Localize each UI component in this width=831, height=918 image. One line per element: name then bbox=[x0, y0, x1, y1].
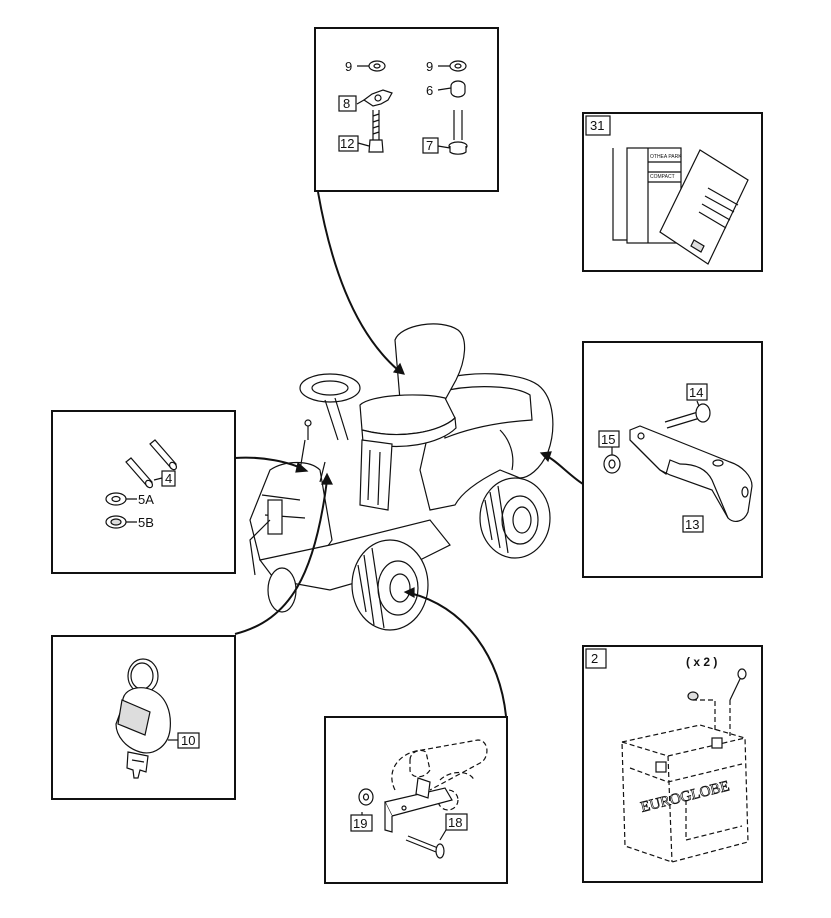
panel-battery: 2 ( x 2 ) EUROGLOBE bbox=[582, 645, 763, 883]
panel-frame bbox=[51, 410, 236, 574]
callout-5b: 5B bbox=[138, 515, 154, 530]
panel-frame bbox=[51, 635, 236, 800]
lawn-tractor-illustration bbox=[249, 323, 554, 631]
battery-brand-text: EUROGLOBE bbox=[639, 778, 731, 815]
pin-icon bbox=[149, 439, 178, 471]
callout-14: 14 bbox=[689, 385, 703, 400]
callout-12: 12 bbox=[340, 136, 354, 151]
panel-manuals: 31 OTHEA PARK COMPACT bbox=[582, 112, 763, 272]
callout-15: 15 bbox=[601, 432, 615, 447]
panel-frame bbox=[314, 27, 499, 192]
terminal-nut-icon bbox=[687, 691, 699, 701]
terminal-screw-icon bbox=[729, 668, 747, 701]
wing-nut-icon bbox=[362, 89, 393, 107]
bolt-icon bbox=[453, 110, 463, 140]
callout-5a: 5A bbox=[138, 492, 154, 507]
callout-8: 8 bbox=[343, 96, 350, 111]
callout-18: 18 bbox=[448, 815, 462, 830]
pin-icon bbox=[125, 457, 154, 489]
manual-sheet-icon bbox=[659, 149, 749, 265]
quantity-label: ( x 2 ) bbox=[686, 655, 717, 669]
ignition-key-icon bbox=[115, 658, 171, 779]
bolt-icon bbox=[372, 110, 380, 140]
bolt-icon bbox=[664, 403, 711, 429]
callout-10: 10 bbox=[181, 733, 195, 748]
panel-bracket: 14 15 13 bbox=[582, 341, 763, 578]
nut-icon bbox=[603, 454, 621, 474]
panel-frame bbox=[582, 645, 763, 883]
panel-bolt-hardware: 9 8 12 9 6 7 bbox=[314, 27, 499, 192]
callout-19: 19 bbox=[353, 816, 367, 831]
callout-9: 9 bbox=[345, 59, 352, 74]
callout-31: 31 bbox=[590, 118, 604, 133]
battery-icon: EUROGLOBE bbox=[621, 724, 749, 863]
callout-2: 2 bbox=[591, 651, 598, 666]
washer-icon bbox=[449, 60, 467, 72]
panel-hitch: 19 18 bbox=[324, 716, 508, 884]
callout-13: 13 bbox=[685, 517, 699, 532]
hitch-assembly-icon bbox=[384, 739, 488, 833]
panel-frame bbox=[324, 716, 508, 884]
washer-icon bbox=[105, 492, 127, 506]
callout-7: 7 bbox=[426, 138, 433, 153]
svg-text:OTHEA PARK: OTHEA PARK bbox=[650, 154, 682, 160]
callout-6: 6 bbox=[426, 83, 433, 98]
washer-icon bbox=[358, 788, 374, 806]
callout-4: 4 bbox=[165, 471, 172, 486]
bolt-icon bbox=[405, 835, 445, 859]
panel-frame bbox=[582, 341, 763, 578]
callout-9: 9 bbox=[426, 59, 433, 74]
bracket-icon bbox=[629, 425, 753, 522]
panel-ignition-key: 10 bbox=[51, 635, 236, 800]
panel-frame bbox=[582, 112, 763, 272]
svg-text:COMPACT: COMPACT bbox=[650, 174, 675, 180]
washer-icon bbox=[368, 60, 386, 72]
panel-pins-washers: 4 5A 5B bbox=[51, 410, 236, 574]
